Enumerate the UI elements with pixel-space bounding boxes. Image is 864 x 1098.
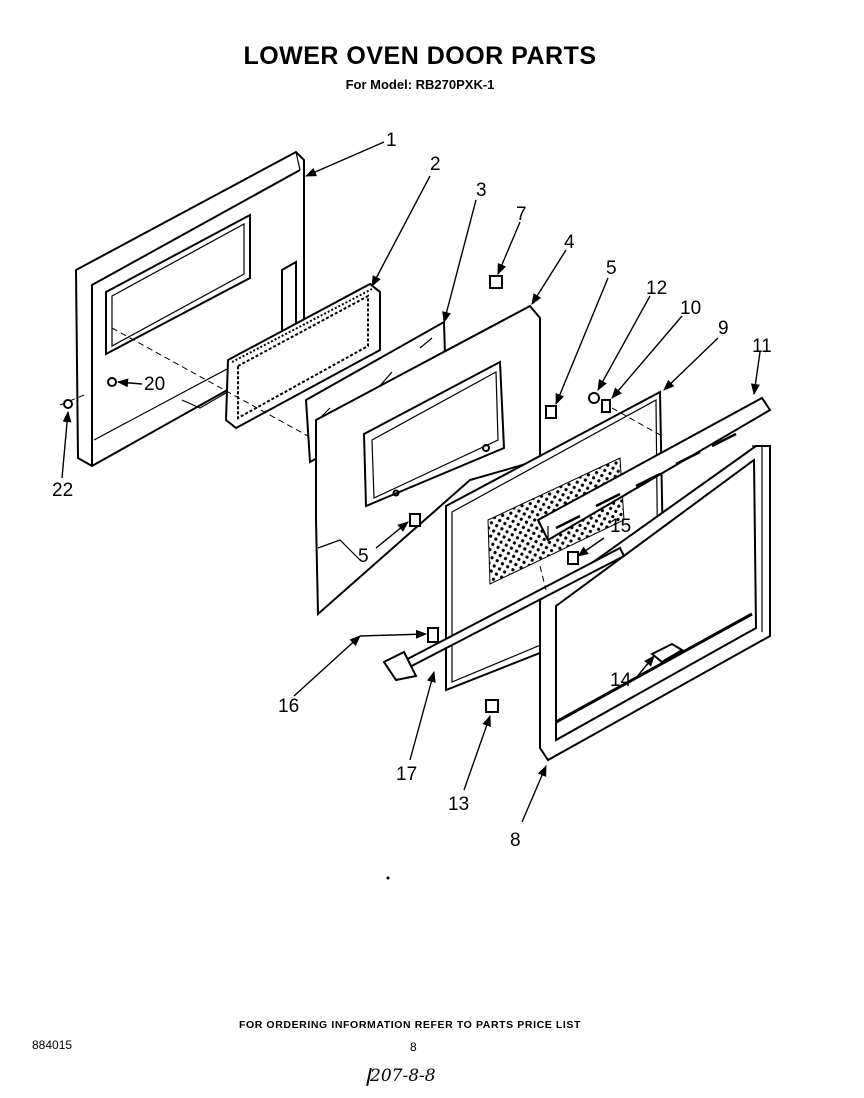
handwritten-code: 207-8-8 [370, 1066, 436, 1086]
callout-4: 4 [564, 232, 575, 253]
leader-16b [359, 629, 428, 639]
leader-8 [521, 764, 547, 823]
part-12-screw [588, 392, 600, 404]
leader-10 [611, 315, 683, 399]
callout-9: 9 [718, 318, 729, 339]
part-22-screw [63, 399, 73, 409]
leader-9 [663, 337, 719, 391]
leader-3 [442, 199, 477, 324]
callout-5-top: 5 [606, 258, 617, 279]
part-10-bracket [601, 399, 611, 413]
callout-16: 16 [278, 696, 299, 717]
part-17-handle-rod [382, 546, 626, 682]
stray-dot [386, 876, 390, 880]
part-5-bottom-clip [409, 513, 421, 527]
alignment-lines [59, 327, 663, 591]
part-1-outer-door-panel [74, 150, 305, 468]
leader-16 [293, 635, 361, 697]
part-11-vent-strip [536, 396, 772, 542]
page-title: LOWER OVEN DOOR PARTS [243, 42, 597, 70]
leader-5-bottom [375, 521, 409, 549]
part-2-gasket [224, 282, 381, 430]
callout-labels: 1 2 3 7 4 5 12 10 9 11 20 22 5 15 16 14 … [52, 130, 772, 851]
leader-14 [635, 655, 655, 679]
leader-17 [409, 670, 436, 761]
callout-11: 11 [752, 336, 772, 357]
leader-2 [371, 175, 431, 287]
callout-7: 7 [516, 204, 527, 225]
model-subtitle: For Model: RB270PXK-1 [345, 77, 495, 92]
callout-3: 3 [476, 180, 487, 201]
part-5-top-clip [545, 405, 557, 419]
leader-lines [61, 141, 761, 823]
leader-13 [463, 714, 491, 791]
leader-22 [61, 410, 72, 479]
leader-5-top [555, 277, 609, 406]
leader-7 [497, 221, 521, 276]
callout-8: 8 [510, 830, 521, 851]
leader-15 [577, 537, 605, 557]
part-7-clip [489, 275, 503, 289]
part-15-clip [567, 551, 579, 565]
leader-20 [116, 378, 143, 388]
part-16-clip [427, 627, 439, 643]
callout-12: 12 [646, 278, 667, 299]
leader-1 [304, 141, 385, 177]
callout-20: 20 [144, 374, 165, 395]
ordering-note: FOR ORDERING INFORMATION REFER TO PARTS … [238, 1019, 582, 1031]
callout-13: 13 [448, 794, 469, 815]
leader-4 [531, 249, 567, 305]
callout-17: 17 [396, 764, 417, 785]
part-4-inner-door-panel [315, 304, 541, 617]
part-14-latch [650, 642, 684, 664]
callout-10: 10 [680, 298, 701, 319]
leader-11 [750, 351, 761, 396]
callout-22: 22 [52, 480, 73, 501]
part-20-screw [107, 377, 117, 387]
callout-5-bottom: 5 [358, 546, 369, 567]
document-number: 884015 [32, 1038, 73, 1052]
leader-12 [597, 295, 651, 391]
part-13-clip [485, 699, 499, 713]
callout-15: 15 [610, 516, 631, 537]
page-number: 8 [410, 1040, 417, 1054]
part-8-outer-frame [539, 445, 771, 762]
callout-2: 2 [430, 154, 441, 175]
callout-1: 1 [386, 130, 397, 151]
small-hardware-parts [63, 275, 684, 713]
callout-14: 14 [610, 670, 632, 691]
